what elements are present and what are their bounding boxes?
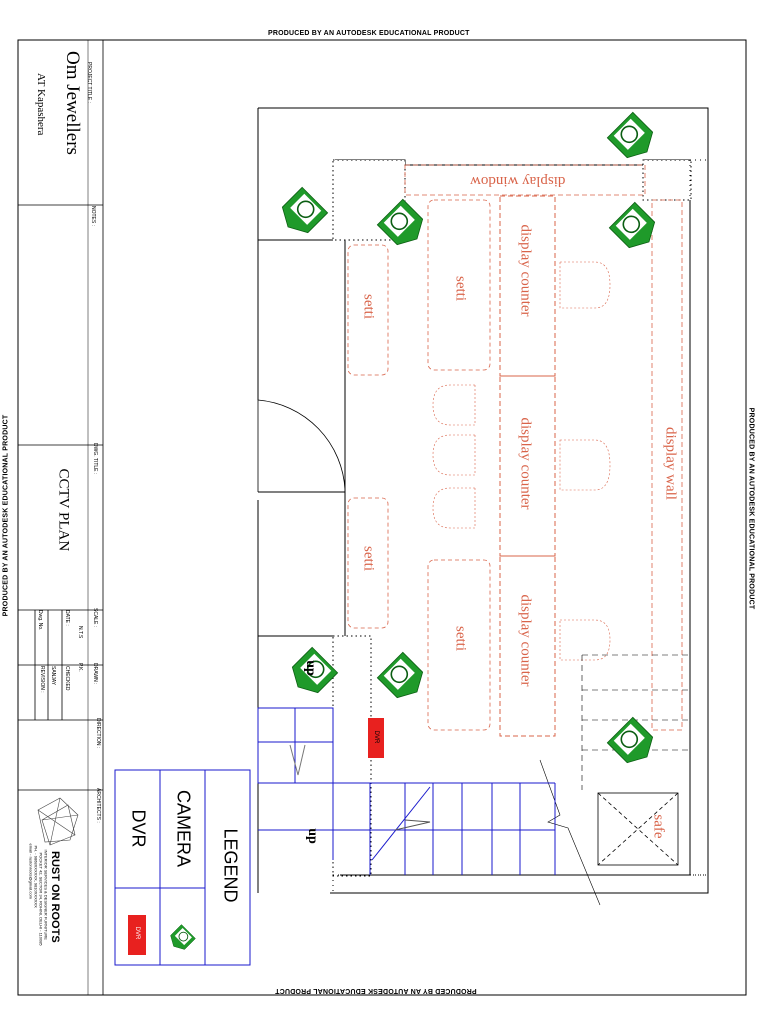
watermark-top: PRODUCED BY AN AUTODESK EDUCATIONAL PROD… bbox=[268, 30, 470, 37]
legend-dvr-symbol-text: DVR bbox=[134, 926, 140, 940]
camera-icon bbox=[291, 646, 339, 694]
legend-box bbox=[114, 769, 251, 966]
firm-line-3: PH. - 9868XXXXXX, 9810XXXXXX bbox=[33, 845, 39, 908]
title-block bbox=[18, 40, 103, 995]
firm-line-1: INTERIOR SERVICES & DESIGNER FURNITURE bbox=[43, 849, 49, 940]
direction-label: DIRECTION : bbox=[95, 718, 101, 749]
checked-label: CHECKED bbox=[64, 666, 70, 691]
label-setti-3: setti bbox=[360, 294, 377, 319]
camera-icon bbox=[606, 716, 654, 764]
camera-icon bbox=[606, 111, 654, 159]
legend-dvr-label: DVR bbox=[128, 809, 149, 848]
notes-label: NOTES : bbox=[90, 206, 96, 227]
camera-icon bbox=[376, 651, 424, 699]
legend-title: LEGEND bbox=[220, 828, 241, 903]
architects-label: ARCHITECTS : bbox=[95, 788, 101, 823]
chair-icon bbox=[432, 261, 611, 661]
drawing-title: CCTV PLAN bbox=[55, 468, 72, 552]
label-display-window: display window bbox=[470, 173, 566, 189]
project-location: AT Kapashera bbox=[35, 73, 47, 136]
camera-icon bbox=[376, 198, 424, 246]
label-dvr-tag: DVR bbox=[373, 730, 379, 744]
label-safe: safe bbox=[650, 814, 667, 839]
door-swing-icon bbox=[257, 399, 346, 492]
drawing-title-label: DWG. TITLE : bbox=[92, 443, 98, 475]
drawn-label: DRAWN : bbox=[92, 663, 98, 685]
label-setti-1: setti bbox=[452, 276, 469, 301]
legend-camera-icon bbox=[170, 924, 196, 950]
scale-label: SCALE : bbox=[92, 608, 98, 628]
display-window bbox=[404, 164, 646, 196]
drawing-border bbox=[102, 39, 747, 996]
checked-value: SANJAY bbox=[50, 666, 56, 686]
project-title-label: PROJECT TITLE : bbox=[86, 62, 92, 103]
drawn-value: P.K. bbox=[77, 663, 83, 672]
firm-name: RUST ON ROOTS bbox=[49, 851, 61, 943]
label-display-counter-3: display counter bbox=[517, 594, 534, 687]
drawing-no-label: Dwg. No. bbox=[37, 610, 43, 631]
camera-icon bbox=[170, 111, 656, 950]
settis bbox=[347, 199, 491, 731]
label-display-wall: display wall bbox=[662, 427, 679, 500]
revision-label: REVISION : bbox=[39, 666, 45, 693]
camera-icon bbox=[281, 186, 329, 234]
firm-line-4: email - rustonroots@gmail.com bbox=[28, 843, 34, 899]
project-name: Om Jewellers bbox=[62, 51, 83, 155]
break-line bbox=[539, 759, 601, 906]
legend-dvr-symbol bbox=[128, 915, 146, 955]
camera-icon bbox=[608, 201, 656, 249]
building-walls bbox=[257, 107, 709, 894]
label-setti-2: setti bbox=[452, 626, 469, 651]
label-setti-4: setti bbox=[360, 546, 377, 571]
scale-value: N.T.S bbox=[77, 626, 83, 639]
label-display-counter-1: display counter bbox=[517, 224, 534, 317]
safe-icon bbox=[597, 792, 679, 866]
firm-line-2: POCKET 42, SECTOR 34, ROHINI, DELHI - 11… bbox=[38, 852, 44, 946]
staircase bbox=[257, 707, 556, 875]
label-display-counter-2: display counter bbox=[517, 417, 534, 510]
legend-camera-label: CAMERA bbox=[173, 789, 194, 867]
label-up-2: up bbox=[305, 828, 320, 844]
dvr-icon bbox=[368, 718, 384, 758]
date-label: DATE : bbox=[64, 610, 70, 626]
display-counters bbox=[499, 195, 556, 737]
label-up-1: up bbox=[303, 660, 318, 676]
firm-logo bbox=[37, 797, 79, 846]
